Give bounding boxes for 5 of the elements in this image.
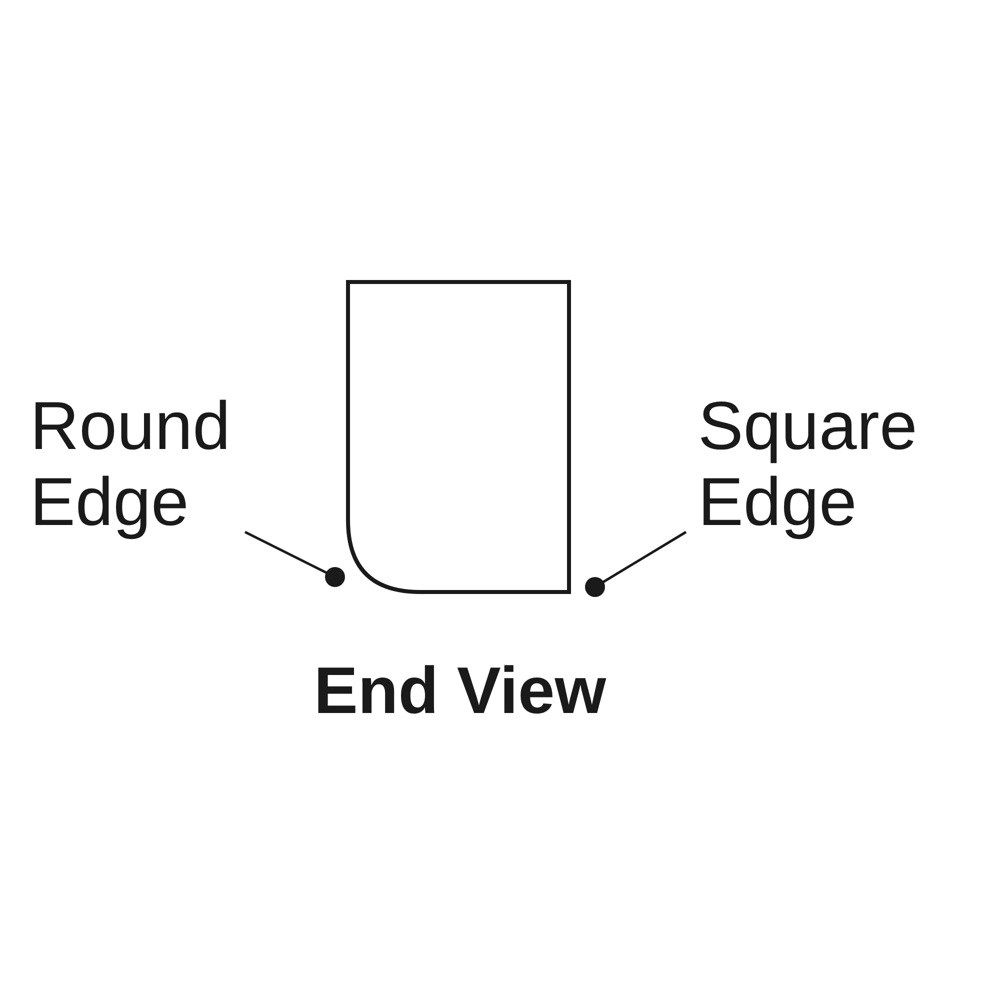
leader-line bbox=[585, 530, 687, 597]
part-label: Round Edge bbox=[30, 388, 232, 540]
part-label: Square Edge bbox=[698, 388, 918, 540]
leader-line bbox=[244, 530, 345, 587]
view-caption: End View bbox=[312, 652, 608, 729]
